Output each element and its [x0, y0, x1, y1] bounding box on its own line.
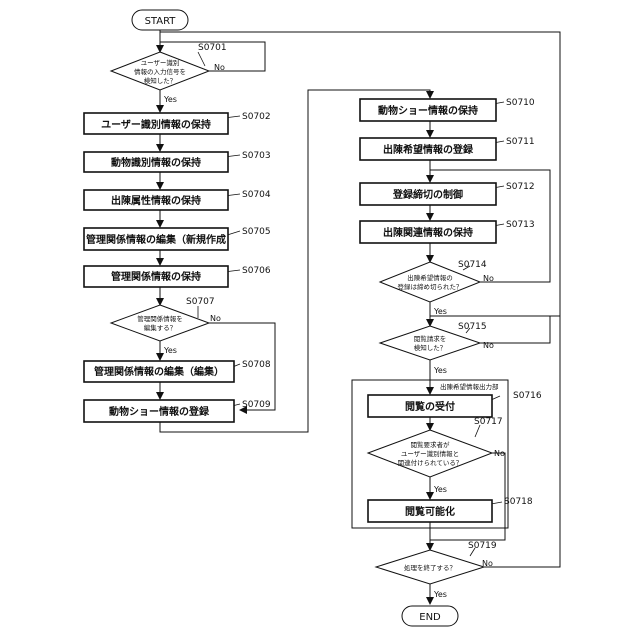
process-label: 登録締切の制御	[392, 188, 463, 201]
yes-label: Yes	[433, 590, 447, 599]
step-id: S0704	[242, 190, 271, 200]
process-label: 出陳関連情報の保持	[383, 226, 473, 239]
yes-label: Yes	[163, 346, 177, 355]
process-label: 動物ショー情報の保持	[378, 104, 478, 117]
step-id: S0707	[186, 297, 215, 307]
process-box-s0718: 閲覧可能化	[368, 500, 492, 522]
process-box-s0708: 管理関係情報の編集（編集）	[84, 361, 234, 382]
step-id: S0701	[198, 43, 227, 53]
step-id: S0711	[506, 137, 535, 147]
process-label: 出陳属性情報の保持	[111, 194, 201, 207]
end-terminal: END	[402, 606, 458, 626]
process-label: 動物識別情報の保持	[111, 156, 201, 169]
process-label: ユーザー識別情報の保持	[101, 118, 211, 131]
process-label: 管理関係情報の編集（編集）	[94, 365, 224, 378]
step-id: S0705	[242, 227, 271, 237]
decision-line: 処理を終了する？	[404, 563, 456, 572]
step-id: S0714	[458, 260, 487, 270]
yes-label: Yes	[433, 485, 447, 494]
step-id: S0712	[506, 182, 535, 192]
decision-line: ユーザー識別情報と	[401, 449, 459, 458]
decision-line: ユーザー識別	[141, 58, 180, 67]
end-label: END	[419, 612, 441, 623]
step-id: S0702	[242, 112, 271, 122]
yes-label: Yes	[163, 95, 177, 104]
step-id: S0709	[242, 400, 271, 410]
group-label: 出陳希望情報出力部	[440, 382, 499, 391]
decision-line: 検知した？	[144, 76, 177, 85]
no-label: No	[494, 449, 505, 458]
decision-line: 管理関係情報を	[137, 314, 183, 323]
process-box-s0716: 閲覧の受付	[368, 395, 492, 417]
step-id: S0715	[458, 322, 487, 332]
yes-label: Yes	[433, 366, 447, 375]
step-id: S0713	[506, 220, 535, 230]
decision-s0717: 閲覧要求者が ユーザー識別情報と 関連付けられている？	[368, 430, 492, 477]
process-box-s0709: 動物ショー情報の登録	[84, 400, 234, 422]
process-box-s0703: 動物識別情報の保持	[84, 152, 228, 172]
no-label: No	[214, 63, 225, 72]
step-id: S0718	[504, 497, 533, 507]
process-label: 管理関係情報の保持	[111, 270, 201, 283]
process-box-s0712: 登録締切の制御	[360, 183, 496, 205]
process-box-s0706: 管理関係情報の保持	[84, 266, 228, 287]
leader-line	[198, 52, 205, 66]
decision-line: 閲覧請求を	[414, 334, 447, 343]
start-terminal: START	[132, 10, 188, 30]
decision-line: 情報の入力信号を	[134, 67, 186, 76]
step-id: S0706	[242, 266, 271, 276]
step-id: S0708	[242, 360, 271, 370]
process-box-s0702: ユーザー識別情報の保持	[84, 113, 228, 134]
process-box-s0711: 出陳希望情報の登録	[360, 138, 496, 160]
step-id: S0716	[513, 391, 542, 401]
step-id: S0703	[242, 151, 271, 161]
process-label: 管理関係情報の編集（新規作成	[86, 233, 226, 246]
process-label: 閲覧可能化	[405, 505, 455, 518]
step-id: S0710	[506, 98, 535, 108]
no-label: No	[483, 274, 494, 283]
start-label: START	[145, 16, 177, 27]
process-box-s0705: 管理関係情報の編集（新規作成	[84, 228, 228, 250]
no-label: No	[482, 559, 493, 568]
decision-s0719: 処理を終了する？	[376, 550, 484, 584]
yes-label: Yes	[433, 307, 447, 316]
decision-line: 登録は締め切られた？	[398, 282, 463, 291]
no-label: No	[483, 341, 494, 350]
decision-line: 閲覧要求者が	[411, 440, 451, 449]
process-box-s0713: 出陳関連情報の保持	[360, 221, 496, 243]
step-id: S0717	[474, 417, 503, 427]
decision-line: 編集する？	[144, 323, 177, 332]
decision-line: 出陳希望情報の	[407, 273, 453, 282]
decision-line: 検知した？	[414, 343, 447, 352]
decision-s0707: 管理関係情報を 編集する？	[111, 305, 209, 341]
process-label: 閲覧の受付	[405, 400, 455, 413]
decision-line: 関連付けられている？	[398, 458, 463, 467]
process-box-s0704: 出陳属性情報の保持	[84, 190, 228, 210]
decision-s0701: ユーザー識別 情報の入力信号を 検知した？	[111, 52, 209, 90]
step-id: S0719	[468, 541, 497, 551]
process-label: 動物ショー情報の登録	[109, 405, 210, 418]
process-label: 出陳希望情報の登録	[383, 143, 474, 156]
process-box-s0710: 動物ショー情報の保持	[360, 99, 496, 121]
no-label: No	[210, 314, 221, 323]
